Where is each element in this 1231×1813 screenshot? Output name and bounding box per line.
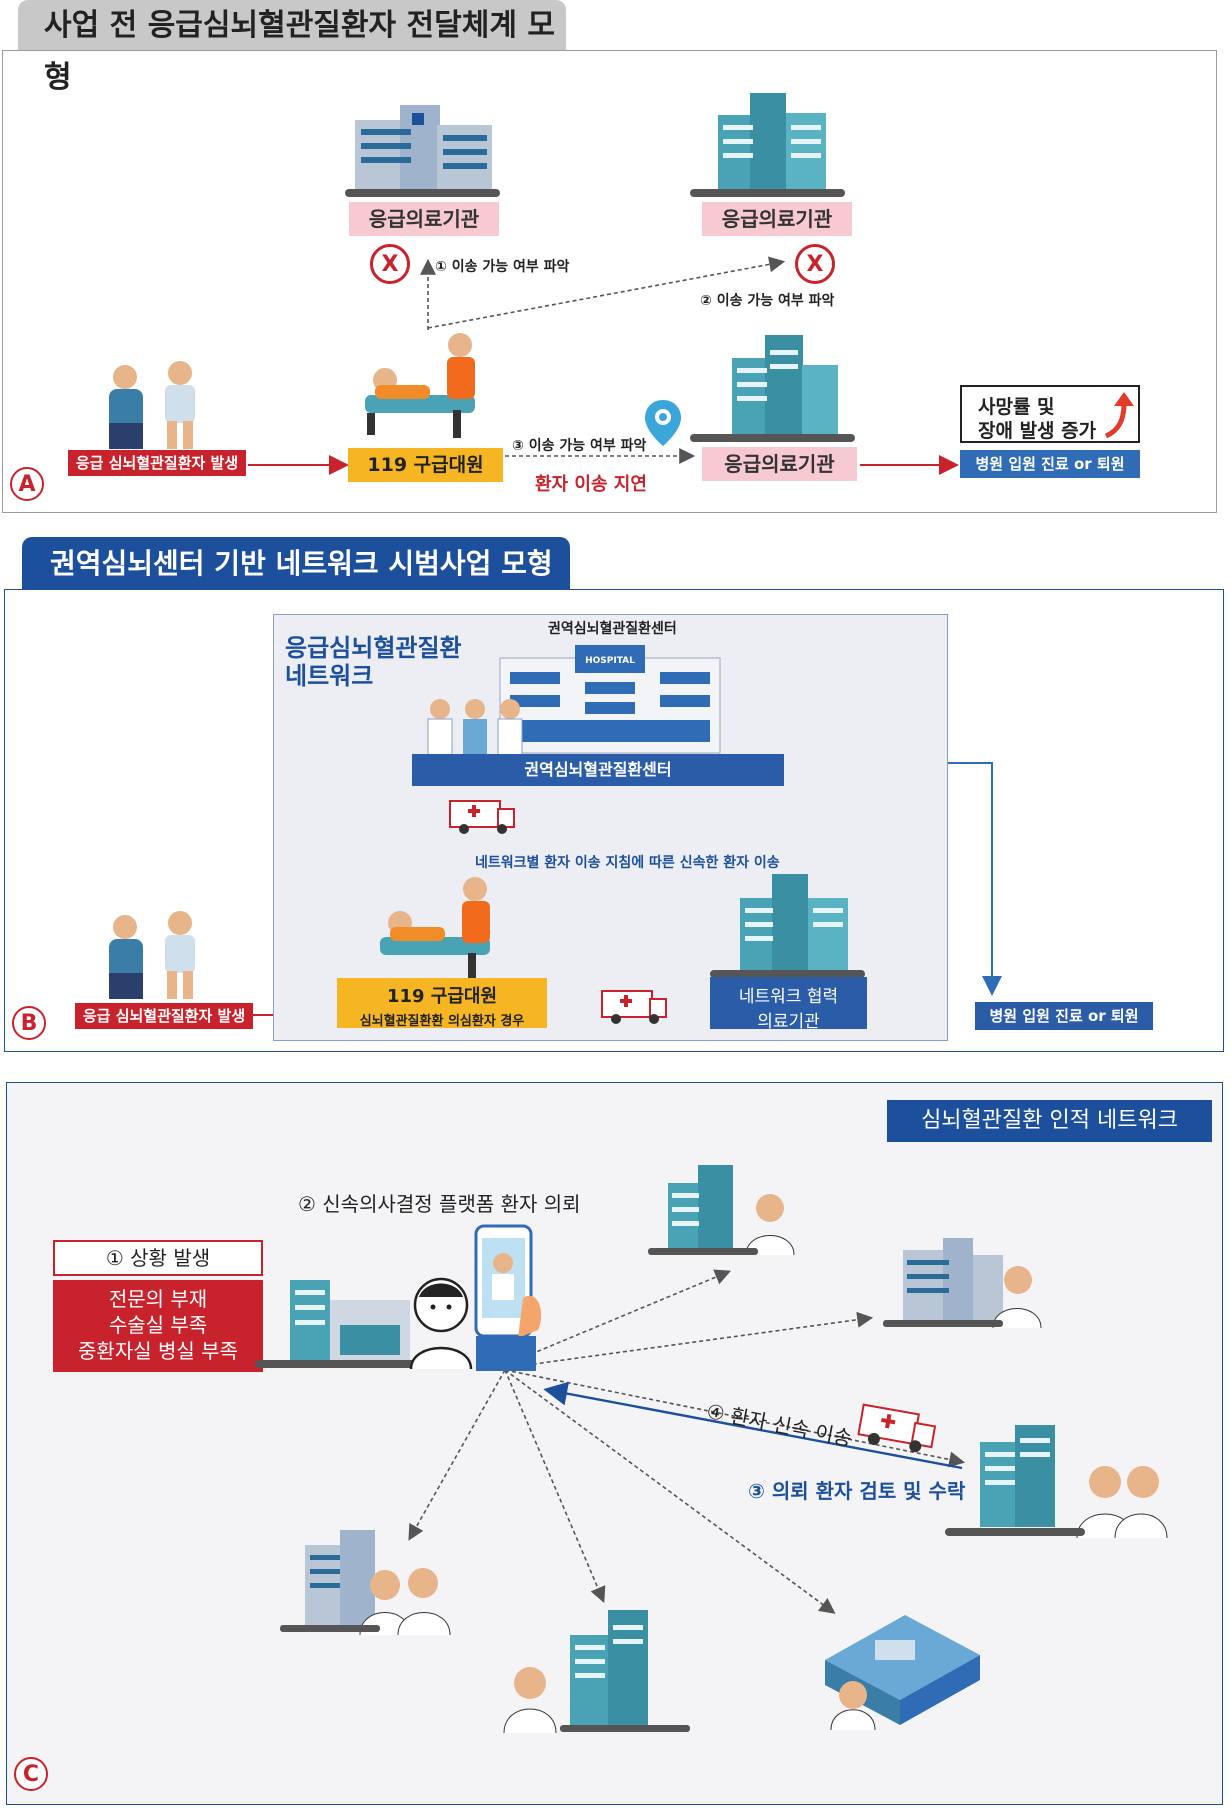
smartphone-platform-icon bbox=[468, 1218, 548, 1373]
hospital-building-icon-a2 bbox=[690, 85, 845, 200]
section-b-panel bbox=[4, 589, 1224, 1052]
remote-hospital-icon-3 bbox=[280, 1525, 460, 1636]
patient-occurs-label-b: 응급 심뇌혈관질환자 발생 bbox=[75, 1003, 253, 1029]
step1-box: ① 상황 발생 bbox=[53, 1240, 263, 1276]
check-availability-2: ② 이송 가능 여부 파악 bbox=[700, 293, 835, 309]
hospital-building-icon-a3 bbox=[690, 330, 855, 445]
emergency-hospital-label-top-right: 응급의료기관 bbox=[702, 202, 852, 236]
remote-hospital-icon-5 bbox=[815, 1585, 990, 1731]
partner-line1: 네트워크 협력 bbox=[738, 987, 839, 1007]
guideline-label: 네트워크별 환자 이송 지침에 따른 신속한 환자 이송 bbox=[475, 855, 780, 871]
doctor-avatar-icon bbox=[405, 1275, 477, 1370]
patients-icon-b bbox=[95, 905, 215, 1000]
hospital-building-icon-b bbox=[710, 868, 865, 978]
remote-hospital-icon-2 bbox=[883, 1230, 1043, 1330]
section-c-marker: C bbox=[14, 1757, 48, 1791]
partner-hospital-box: 네트워크 협력 의료기관 bbox=[710, 977, 867, 1032]
location-pin-icon bbox=[643, 398, 683, 448]
section-a-marker: A bbox=[10, 467, 44, 501]
check-availability-1: ① 이송 가능 여부 파악 bbox=[435, 259, 570, 275]
shortage-icu-bed: 중환자실 병실 부족 bbox=[78, 1339, 238, 1363]
outcome-line1: 사망률 및 bbox=[978, 396, 1055, 418]
ems-box-b: 119 구급대원 심뇌혈관질환환 의심환자 경우 bbox=[337, 978, 547, 1029]
outcome-box: 사망률 및 장애 발생 증가 bbox=[960, 385, 1140, 443]
center-bar-label: 권역심뇌혈관질환센터 bbox=[412, 754, 784, 786]
human-network-badge: 심뇌혈관질환 인적 네트워크 bbox=[887, 1100, 1212, 1142]
remote-hospital-icon-4 bbox=[500, 1605, 700, 1735]
paramedics-icon-b bbox=[370, 875, 505, 980]
section-b-title: 권역심뇌센터 기반 네트워크 시범사업 모형 bbox=[22, 537, 570, 589]
ambulance-icon-b2 bbox=[600, 985, 670, 1027]
hospital-building-icon-a1 bbox=[345, 95, 500, 200]
increase-arrow-icon bbox=[1104, 392, 1134, 439]
center-sign-label: 권역심뇌혈관질환센터 bbox=[548, 621, 677, 637]
emergency-hospital-label-top-left: 응급의료기관 bbox=[349, 202, 499, 236]
shortage-operating-room: 수술실 부족 bbox=[108, 1313, 208, 1337]
partner-line2: 의료기관 bbox=[757, 1012, 820, 1032]
ems-line1-b: 119 구급대원 bbox=[386, 986, 498, 1007]
step2-label: ② 신속의사결정 플랫폼 환자 의뢰 bbox=[298, 1192, 581, 1216]
transport-delay-label: 환자 이송 지연 bbox=[535, 474, 647, 495]
result-label-a: 병원 입원 진료 or 퇴원 bbox=[960, 450, 1140, 478]
step3-label: ③ 의뢰 환자 검토 및 수락 bbox=[748, 1479, 966, 1503]
origin-hospital-icon bbox=[255, 1275, 425, 1370]
network-title-line1: 응급심뇌혈관질환 bbox=[285, 634, 462, 662]
check-availability-3: ③ 이송 가능 여부 파악 bbox=[512, 438, 647, 454]
x-reject-icon-1: X bbox=[370, 244, 410, 284]
section-b-marker: B bbox=[12, 1006, 46, 1040]
accepting-hospital-icon bbox=[945, 1420, 1170, 1540]
ems-line2-b: 심뇌혈관질환환 의심환자 경우 bbox=[359, 1014, 525, 1029]
shortage-specialist: 전문의 부재 bbox=[108, 1287, 208, 1311]
network-title-line2: 네트워크 bbox=[285, 662, 374, 690]
outcome-line2: 장애 발생 증가 bbox=[978, 420, 1097, 442]
ems-119-label-a: 119 구급대원 bbox=[348, 448, 503, 482]
section-a-title: 사업 전 응급심뇌혈관질환자 전달체계 모형 bbox=[18, 0, 566, 95]
hospital-sign: HOSPITAL bbox=[585, 656, 635, 666]
x-reject-icon-2: X bbox=[795, 244, 835, 284]
regional-center-building-icon: HOSPITAL bbox=[495, 640, 725, 755]
patient-occurs-label-a: 응급 심뇌혈관질환자 발생 bbox=[68, 450, 246, 476]
section-a-panel bbox=[2, 50, 1217, 513]
patients-icon-a bbox=[95, 355, 215, 450]
result-label-b: 병원 입원 진료 or 퇴원 bbox=[975, 1002, 1153, 1030]
ambulance-icon-c bbox=[854, 1398, 941, 1459]
remote-hospital-icon-1 bbox=[648, 1163, 798, 1258]
shortage-box: 전문의 부재 수술실 부족 중환자실 병실 부족 bbox=[53, 1280, 263, 1372]
emergency-hospital-label-bottom: 응급의료기관 bbox=[702, 447, 857, 481]
paramedics-icon-a bbox=[355, 325, 490, 440]
ambulance-icon-b1 bbox=[448, 795, 518, 837]
